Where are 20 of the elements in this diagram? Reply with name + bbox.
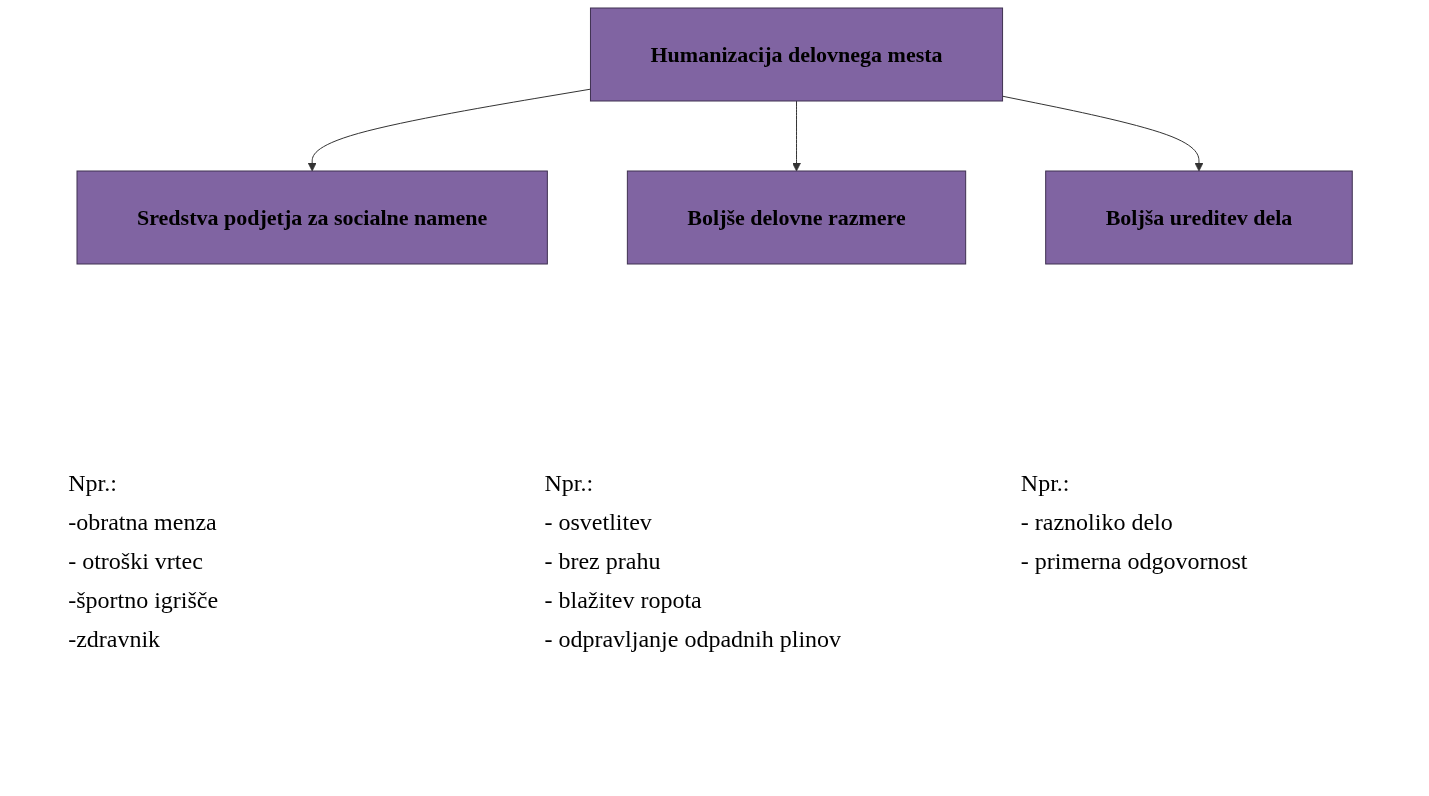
node-box: Boljša ureditev dela	[1045, 170, 1353, 265]
arrow	[1001, 95, 1204, 172]
node-box: Humanizacija delovnega mesta	[589, 7, 1003, 102]
list-item: Npr.:	[68, 470, 117, 497]
list-item: -športno igrišče	[68, 587, 219, 614]
arrow	[307, 88, 591, 172]
list-item: - odpravljanje odpadnih plinov	[544, 626, 842, 653]
node-box: Boljše delovne razmere	[626, 170, 967, 265]
list-item: - blažitev ropota	[544, 587, 702, 614]
list-item: -obratna menza	[68, 509, 217, 536]
list-item: Npr.:	[544, 470, 594, 497]
list-item: - raznoliko delo	[1020, 509, 1173, 536]
list-item: -zdravnik	[68, 626, 161, 653]
list-item: Npr.:	[1020, 470, 1070, 497]
list-item: - primerna odgovornost	[1020, 548, 1248, 575]
list-item: - brez prahu	[544, 548, 661, 575]
arrow	[792, 100, 801, 172]
list-item: - otroški vrtec	[68, 548, 203, 575]
node-box: Sredstva podjetja za socialne namene	[76, 170, 548, 265]
list-item: - osvetlitev	[544, 509, 652, 536]
